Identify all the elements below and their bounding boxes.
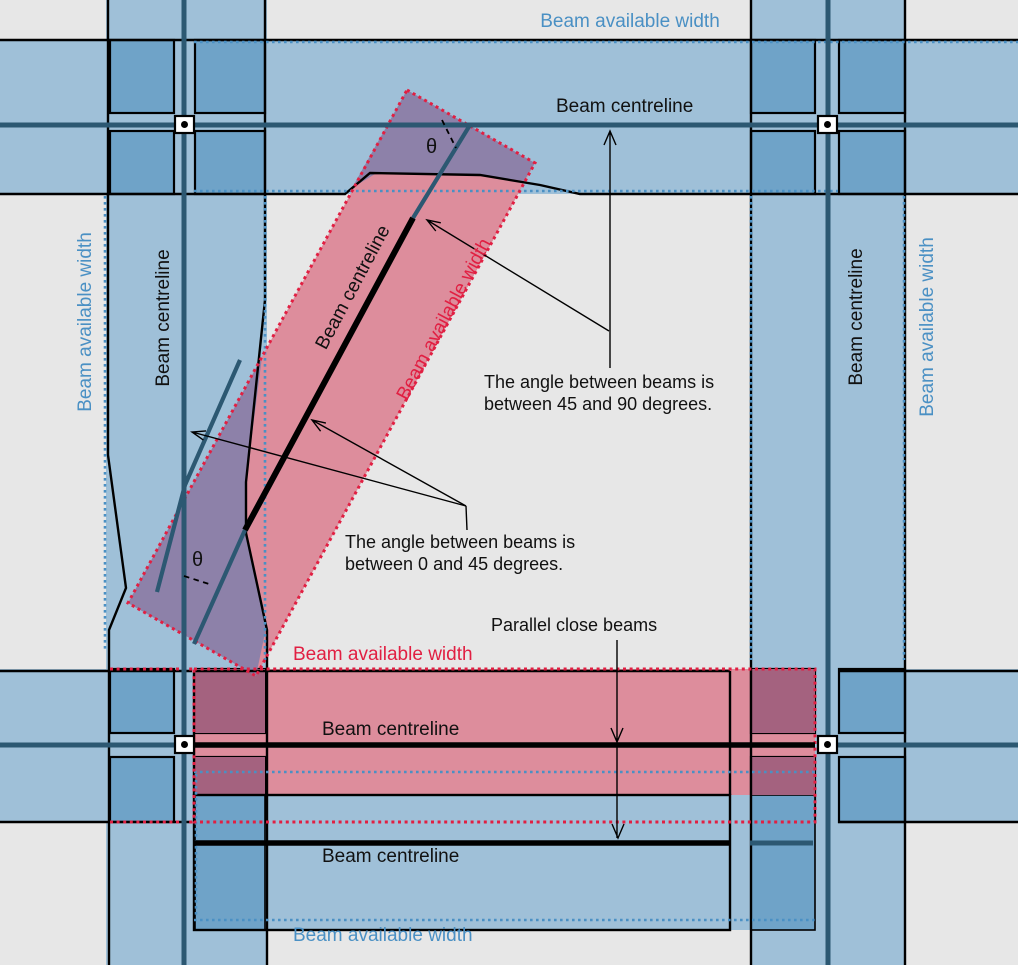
diagonal-beam-centreline <box>242 216 416 532</box>
arrow-to-diagonal-beam-lower <box>310 418 467 507</box>
diagonal-top-overlap <box>352 90 535 188</box>
overlap-square <box>108 667 176 735</box>
bottom-beam2-outline <box>192 793 732 932</box>
leader-stub <box>465 505 468 531</box>
junction-marker <box>816 114 839 135</box>
beam-centrelines <box>194 216 815 846</box>
angle-45-90-annotation: The angle between beams is between 45 an… <box>484 372 714 414</box>
overlap-square <box>108 755 176 824</box>
angle-reference-lines <box>183 119 457 585</box>
overlap-square <box>193 129 267 196</box>
diagonal-centreline-upper-teal <box>411 123 472 220</box>
arrow-parallel-beams <box>610 640 625 840</box>
overlap-square <box>837 755 907 824</box>
lower-parallel-beam-band <box>194 795 750 930</box>
bottom-red-band-dotted-outline <box>192 667 817 824</box>
red-overlap-tint <box>751 669 815 733</box>
junction-marker <box>173 734 196 755</box>
left-band-left-edge <box>106 0 128 965</box>
beam-centreline-label-left: Beam centreline <box>153 249 174 386</box>
beam-available-width-label-red-bottom: Beam available width <box>293 644 473 665</box>
junction-marker <box>816 734 839 755</box>
overlap-square <box>749 129 817 196</box>
red-over-overlap-tints <box>195 669 815 795</box>
beam-centreline-label-right: Beam centreline <box>846 248 867 385</box>
overlap-strip <box>750 794 816 931</box>
parallel-close-beams-label: Parallel close beams <box>491 615 657 635</box>
angle-dashed-line-bottom <box>183 575 210 585</box>
available-width-blue-edges <box>103 40 1018 922</box>
beam-available-width-label-left: Beam available width <box>75 232 96 412</box>
angle-0-45-annotation: The angle between beams is between 0 and… <box>345 532 575 574</box>
overlap-strip <box>194 794 266 931</box>
annotation-arrows <box>190 129 625 840</box>
overlap-square <box>837 667 907 735</box>
overlap-square <box>108 129 176 196</box>
annotation-line: between 45 and 90 degrees. <box>484 394 712 414</box>
annotation-line: The angle between beams is <box>345 532 575 552</box>
overlap-square <box>837 129 907 196</box>
available-width-red-edges <box>110 87 817 824</box>
red-over-blue-regions <box>128 90 535 676</box>
red-overlap-tint <box>195 669 265 733</box>
beam-available-width-label-top: Beam available width <box>540 11 720 32</box>
beam-centreline-label-beam1: Beam centreline <box>322 719 459 740</box>
overlap-square <box>108 38 176 115</box>
arrow-to-top-centreline <box>603 129 617 368</box>
top-band-bottom-edge-notched <box>0 171 1018 196</box>
red-overlap-tint <box>751 757 815 795</box>
junction-marker-dot <box>181 121 188 128</box>
annotation-line: The angle between beams is <box>484 372 714 392</box>
junction-marker-dot <box>824 121 831 128</box>
beam-centreline-label-top: Beam centreline <box>556 96 693 117</box>
junction-marker-dot <box>824 741 831 748</box>
bottom-red-beam-band <box>194 669 815 795</box>
beam-centreline-label-beam2: Beam centreline <box>322 846 459 867</box>
beam-available-width-label-bottom: Beam available width <box>293 925 473 946</box>
diagonal-bottom-overlap <box>128 357 266 676</box>
arrow-to-vertical-centreline <box>190 430 467 507</box>
arrow-to-diagonal-beam-upper <box>425 218 610 332</box>
junction-markers <box>173 114 839 755</box>
junction-marker-dot <box>181 741 188 748</box>
overlap-square <box>749 38 817 115</box>
red-overlap-tint <box>195 757 265 795</box>
junction-marker <box>173 114 196 135</box>
diagonal-projection-line <box>154 359 242 593</box>
theta-label-top: θ <box>426 136 437 158</box>
overlap-square <box>837 38 907 115</box>
diagonal-centreline-lower-teal <box>192 529 247 645</box>
annotation-line: between 0 and 45 degrees. <box>345 554 563 574</box>
overlap-square <box>193 38 267 115</box>
angle-dashed-line-top <box>441 119 457 149</box>
beam-available-width-label-right: Beam available width <box>917 237 938 417</box>
theta-label-bottom: θ <box>192 549 203 571</box>
